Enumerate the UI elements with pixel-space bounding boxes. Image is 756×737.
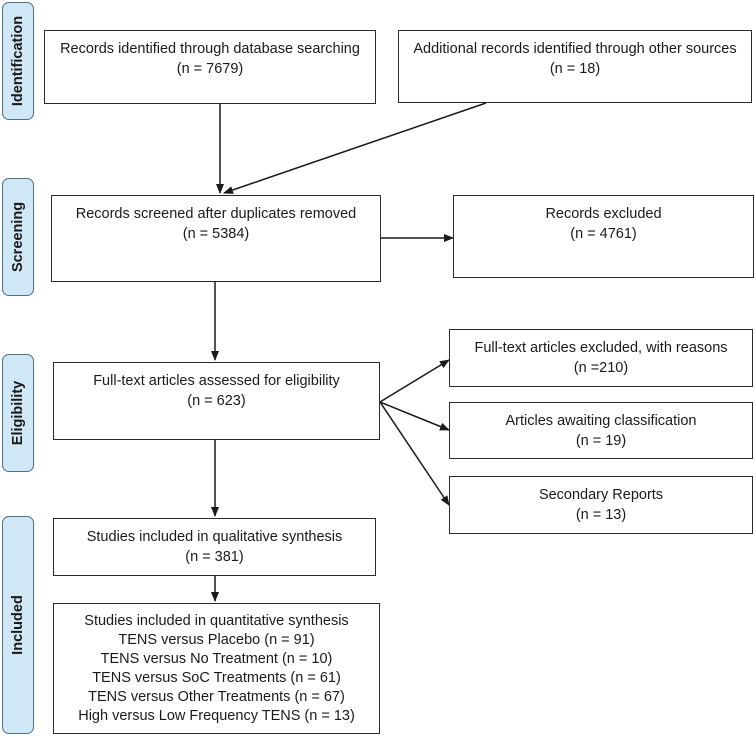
secondary-reports-title: Secondary Reports — [538, 487, 664, 503]
quantitative-title: Studies included in quantitative synthes… — [84, 612, 349, 629]
box-full-text-excluded: Full-text articles excluded, with reason… — [449, 329, 753, 387]
arrow-fulltext-to-secondary — [379, 401, 450, 506]
excluded-count: (n = 4761) — [570, 226, 637, 242]
full-text-excluded-title: Full-text articles excluded, with reason… — [474, 340, 728, 356]
arrow-other-to-screened — [223, 102, 487, 194]
full-text-excluded-count: (n =210) — [573, 360, 629, 376]
database-records-count: (n = 7679) — [176, 61, 244, 77]
quantitative-line-other: TENS versus Other Treatments (n = 67) — [88, 688, 345, 705]
quantitative-line-soc: TENS versus SoC Treatments (n = 61) — [92, 669, 341, 686]
database-records-title: Records identified through database sear… — [60, 41, 360, 57]
full-text-assessed-count: (n = 623) — [187, 393, 246, 409]
box-full-text-assessed: Full-text articles assessed for eligibil… — [53, 362, 380, 440]
quantitative-line-placebo: TENS versus Placebo (n = 91) — [118, 631, 315, 648]
quantitative-line-no-treatment: TENS versus No Treatment (n = 10) — [100, 650, 333, 667]
awaiting-classification-title: Articles awaiting classification — [505, 412, 697, 429]
other-sources-title: Additional records identified through ot… — [413, 41, 737, 57]
box-secondary-reports: Secondary Reports (n = 13) — [449, 476, 753, 534]
box-awaiting-classification: Articles awaiting classification (n = 19… — [449, 402, 753, 459]
box-screened: Records screened after duplicates remove… — [51, 195, 381, 282]
arrow-fulltext-to-excluded — [379, 359, 450, 403]
box-database-records: Records identified through database sear… — [44, 30, 376, 104]
box-excluded: Records excluded (n = 4761) — [453, 195, 754, 278]
stage-included: Included — [2, 516, 34, 734]
secondary-reports-count: (n = 13) — [575, 507, 627, 523]
stage-eligibility: Eligibility — [2, 354, 34, 472]
other-sources-count: (n = 18) — [549, 61, 601, 77]
box-qualitative-synthesis: Studies included in qualitative synthesi… — [53, 518, 376, 576]
box-quantitative-synthesis: Studies included in quantitative synthes… — [53, 603, 380, 734]
box-other-sources: Additional records identified through ot… — [398, 30, 752, 103]
arrow-fulltext-to-awaiting — [379, 401, 450, 431]
quantitative-line-frequency: High versus Low Frequency TENS (n = 13) — [78, 707, 355, 724]
full-text-assessed-title: Full-text articles assessed for eligibil… — [93, 373, 340, 389]
qualitative-title: Studies included in qualitative synthesi… — [86, 529, 343, 545]
stage-screening: Screening — [2, 178, 34, 296]
qualitative-count: (n = 381) — [185, 549, 244, 565]
screened-title: Records screened after duplicates remove… — [75, 206, 357, 222]
awaiting-classification-count: (n = 19) — [575, 432, 627, 449]
screened-count: (n = 5384) — [182, 226, 250, 242]
excluded-title: Records excluded — [545, 206, 662, 222]
stage-identification: Identification — [2, 2, 34, 120]
